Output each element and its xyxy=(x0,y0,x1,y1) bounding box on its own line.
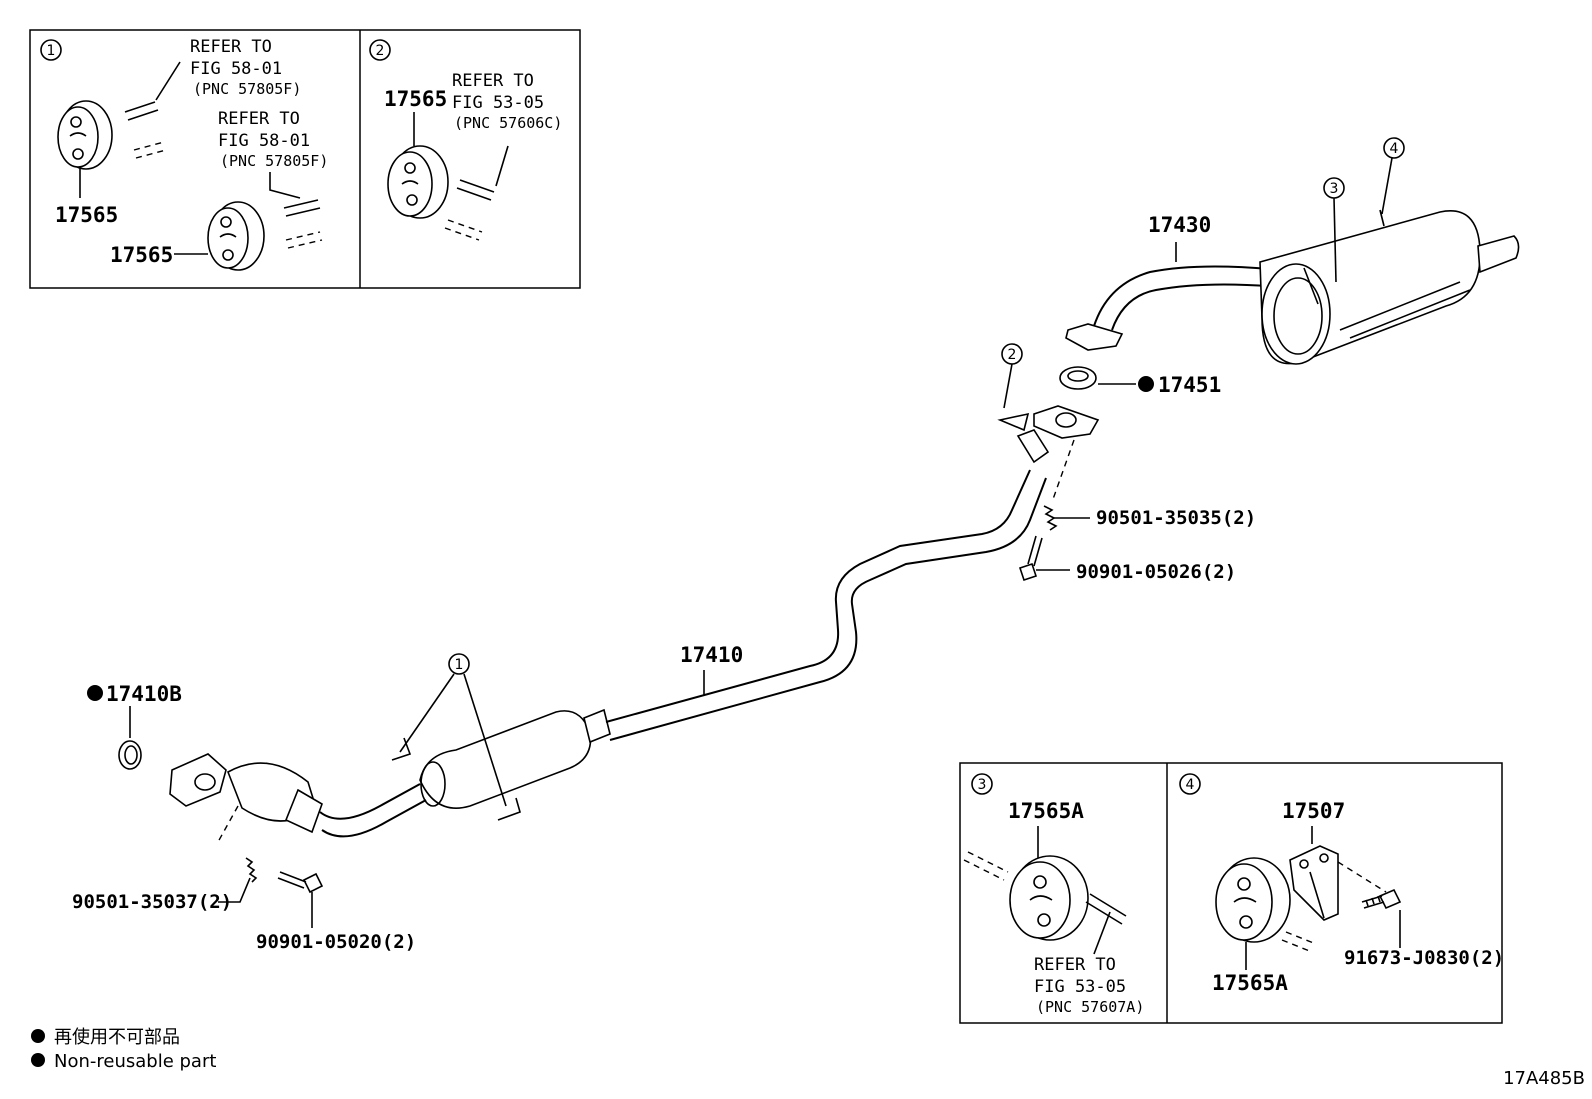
rubber-hanger-icon xyxy=(387,145,449,219)
inset-2-ref-line3: (PNC 57606C) xyxy=(454,114,562,132)
callout-2: 2 xyxy=(1008,347,1017,363)
inset-4: 4 17507 91673-J0830(2) 17565A xyxy=(1179,773,1504,995)
rubber-hanger-icon xyxy=(57,100,113,170)
bolt-icon xyxy=(1361,888,1402,910)
inset-3-ref-line1: REFER TO xyxy=(1034,955,1116,975)
inset-1-part-b: 17565 xyxy=(110,243,173,267)
callout-1: 1 xyxy=(455,657,464,673)
inset-4-number: 4 xyxy=(1186,777,1195,793)
front-gasket-icon xyxy=(118,740,142,770)
inset-2-part: 17565 xyxy=(384,87,447,111)
label-front-spring: 90501-35037(2) xyxy=(72,891,232,913)
inset-1-ref-a-line3: (PNC 57805F) xyxy=(193,80,301,98)
inset-1-ref-b-line3: (PNC 57805F) xyxy=(220,152,328,170)
inset-1-ref-b-line2: FIG 58-01 xyxy=(218,131,310,151)
bolt-icon xyxy=(1018,535,1043,582)
inset-1-ref-a-line1: REFER TO xyxy=(190,37,272,57)
figure-id: 17A485B xyxy=(1503,1068,1585,1089)
tail-pipe-muffler-icon xyxy=(1065,209,1520,365)
inset-4-bolt: 91673-J0830(2) xyxy=(1344,947,1504,969)
callout-3: 3 xyxy=(1330,181,1339,197)
label-center-pipe: 17410 xyxy=(680,643,743,667)
legend: 再使用不可部品 Non-reusable part xyxy=(31,1027,216,1072)
bolt-icon xyxy=(277,871,324,894)
legend-en: Non-reusable part xyxy=(54,1051,216,1072)
inset-box-top xyxy=(29,29,581,289)
non-reusable-dot-icon xyxy=(31,1053,45,1067)
rubber-hanger-icon xyxy=(1009,855,1089,941)
rubber-hanger-icon xyxy=(207,201,265,271)
label-rear-spring: 90501-35035(2) xyxy=(1096,507,1256,529)
inset-1-part-a: 17565 xyxy=(55,203,118,227)
inset-2: 2 17565 REFER TO FIG 53-05 (PNC 57606C) xyxy=(369,39,562,241)
rubber-hanger-icon xyxy=(1215,857,1291,943)
label-front-gasket: 17410B xyxy=(106,682,182,706)
front-catalytic-converter-icon xyxy=(169,753,323,834)
inset-3-ref-line3: (PNC 57607A) xyxy=(1036,998,1144,1016)
label-front-bolt: 90901-05020(2) xyxy=(256,931,416,953)
callout-4: 4 xyxy=(1390,141,1399,157)
non-reusable-dot-icon xyxy=(87,685,103,701)
inset-box-bottom xyxy=(959,762,1503,1024)
inset-4-part-hanger: 17565A xyxy=(1212,971,1288,995)
inset-2-ref-line2: FIG 53-05 xyxy=(452,93,544,113)
non-reusable-dot-icon xyxy=(31,1029,45,1043)
label-rear-gasket: 17451 xyxy=(1158,373,1221,397)
rear-gasket-icon xyxy=(1059,366,1097,390)
bracket-icon xyxy=(1289,845,1339,921)
inset-3-part: 17565A xyxy=(1008,799,1084,823)
non-reusable-dot-icon xyxy=(1138,376,1154,392)
inset-3-ref-line2: FIG 53-05 xyxy=(1034,977,1126,997)
inset-3: 3 17565A REFER TO FIG 53-05 (PNC 57607A) xyxy=(963,773,1144,1016)
inset-1-number: 1 xyxy=(47,43,56,59)
inset-2-number: 2 xyxy=(376,43,385,59)
rear-flange-icon xyxy=(997,405,1100,464)
spring-icon xyxy=(245,857,258,883)
inset-1-ref-a-line2: FIG 58-01 xyxy=(190,59,282,79)
label-rear-bolt: 90901-05026(2) xyxy=(1076,561,1236,583)
legend-jp: 再使用不可部品 xyxy=(54,1027,180,1048)
inset-3-number: 3 xyxy=(978,777,987,793)
label-muffler: 17430 xyxy=(1148,213,1211,237)
inset-1-ref-b-line1: REFER TO xyxy=(218,109,300,129)
inset-1: 1 REFER TO FIG 58-01 (PNC 57805F) REFER … xyxy=(40,37,328,271)
inset-4-part-bracket: 17507 xyxy=(1282,799,1345,823)
main-catalytic-converter-icon xyxy=(419,708,611,809)
inset-2-ref-line1: REFER TO xyxy=(452,71,534,91)
